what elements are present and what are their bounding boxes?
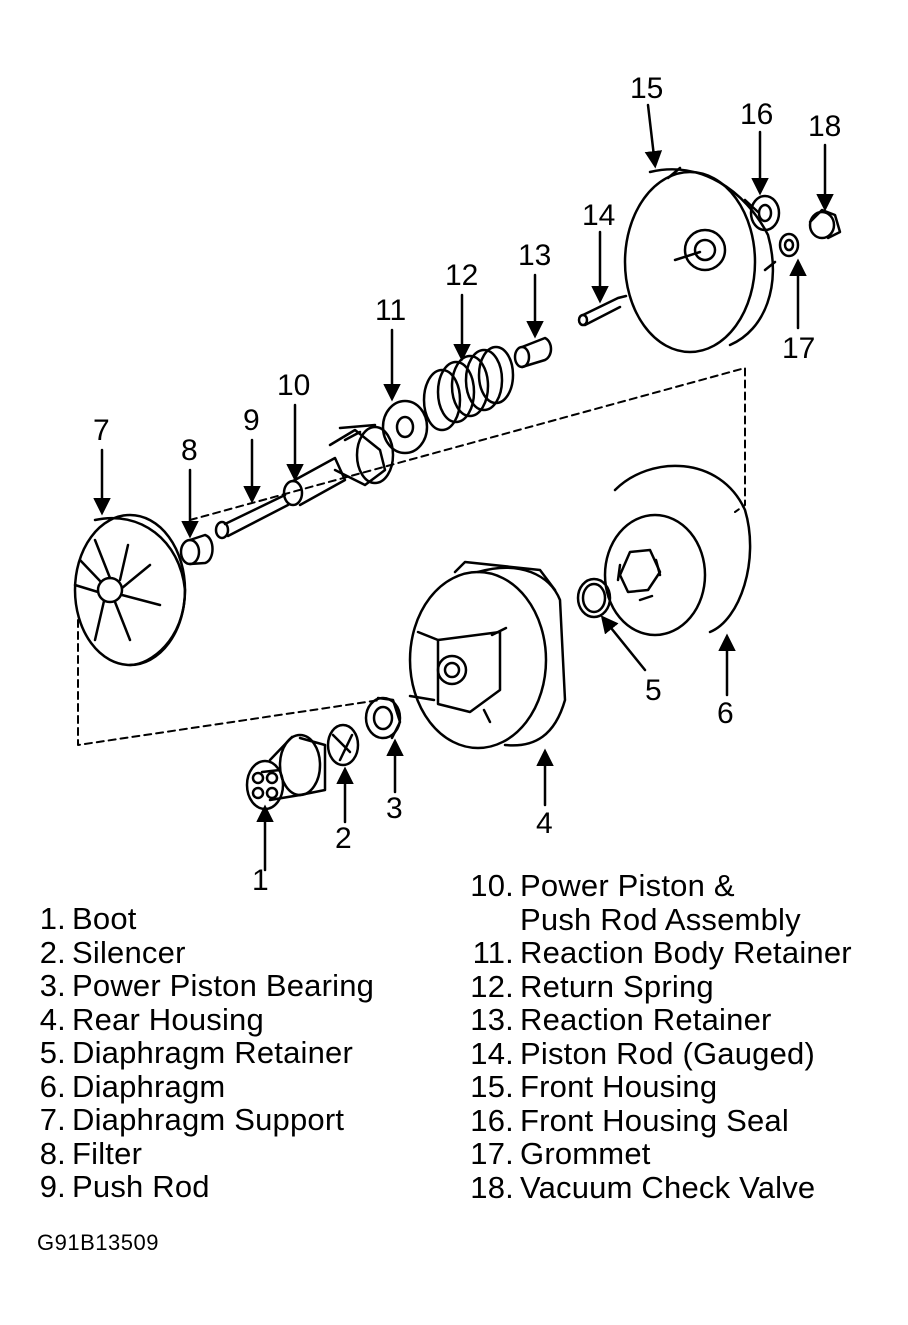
- vacuum-check-valve-part: [808, 208, 842, 240]
- callout-label-11: 11: [375, 294, 406, 327]
- legend-item: 5.Diaphragm Retainer: [34, 1036, 374, 1070]
- legend-label: Vacuum Check Valve: [520, 1169, 816, 1205]
- legend-label: Push Rod: [72, 1169, 210, 1204]
- callout-label-2: 2: [335, 822, 352, 855]
- callout-label-8: 8: [181, 434, 198, 467]
- legend-item: 9.Push Rod: [34, 1170, 374, 1204]
- legend-number: 13.: [470, 1002, 514, 1037]
- legend-item: 11.Reaction Body Retainer: [462, 936, 852, 970]
- legend-label: Diaphragm Retainer: [72, 1035, 354, 1070]
- legend-label: Reaction Body Retainer: [520, 935, 852, 970]
- legend-item: 14.Piston Rod (Gauged): [462, 1035, 852, 1071]
- callout-label-6: 6: [717, 697, 734, 730]
- legend-item: 10.Power Piston &: [462, 869, 852, 903]
- legend-item: 15.Front Housing: [462, 1070, 852, 1104]
- callout-label-5: 5: [645, 674, 662, 707]
- legend-label: Rear Housing: [72, 1001, 264, 1037]
- filter-part: [179, 533, 214, 566]
- silencer-part: [326, 723, 360, 767]
- legend-item: 1.Boot: [34, 902, 374, 936]
- legend-number: 10.: [470, 868, 514, 903]
- legend-label: Silencer: [72, 934, 186, 970]
- push-rod-part: [214, 493, 290, 540]
- legend-label: Boot: [72, 901, 137, 936]
- callout-arrow-5: [600, 615, 647, 672]
- diaphragm-support-part: [73, 513, 187, 667]
- figure-code: G91B13509: [37, 1230, 159, 1255]
- legend-number: 18.: [470, 1169, 514, 1205]
- callout-label-10: 10: [277, 369, 310, 402]
- legend-item: 6.Diaphragm: [34, 1068, 374, 1104]
- legend-item: 17.Grommet: [462, 1137, 852, 1171]
- legend-number: 9.: [39, 1169, 66, 1204]
- callout-label-16: 16: [740, 98, 773, 131]
- callout-label-14: 14: [582, 199, 615, 232]
- legend-number: 12.: [470, 968, 514, 1004]
- legend-number: 15.: [470, 1069, 514, 1104]
- legend-number: 2.: [39, 934, 66, 970]
- callout-label-15: 15: [630, 72, 663, 105]
- legend-item-continuation: Push Rod Assembly: [462, 901, 852, 937]
- legend-number: 3.: [39, 968, 66, 1003]
- callout-label-7: 7: [93, 414, 110, 447]
- legend-label: Reaction Retainer: [520, 1002, 772, 1037]
- parts-legend-left: 1.Boot 2.Silencer 3.Power Piston Bearing…: [34, 902, 374, 1204]
- legend-number: 17.: [470, 1136, 514, 1171]
- callout-label-3: 3: [386, 792, 403, 825]
- legend-label: Diaphragm: [72, 1068, 226, 1104]
- return-spring-part: [422, 345, 515, 432]
- callout-arrow-15: [644, 103, 663, 169]
- grommet-part: [778, 232, 800, 258]
- front-housing-part: [623, 166, 777, 354]
- legend-number: 7.: [39, 1102, 66, 1137]
- diaphragm-retainer-part: [576, 577, 612, 619]
- piston-rod-part: [577, 294, 628, 327]
- legend-number: 1.: [39, 901, 66, 936]
- legend-item: 8.Filter: [34, 1135, 374, 1171]
- callout-label-9: 9: [243, 404, 260, 437]
- callout-label-12: 12: [445, 259, 478, 292]
- diaphragm-part: [603, 464, 752, 637]
- legend-number: 5.: [39, 1035, 66, 1070]
- legend-label: Front Housing Seal: [520, 1102, 789, 1138]
- legend-label: Filter: [72, 1135, 143, 1171]
- power-piston-assembly-part: [282, 423, 395, 507]
- legend-label: Piston Rod (Gauged): [520, 1035, 816, 1071]
- legend-label: Diaphragm Support: [72, 1102, 345, 1137]
- callout-label-4: 4: [536, 807, 553, 840]
- callout-label-1: 1: [252, 864, 269, 897]
- reaction-retainer-part: [513, 336, 553, 369]
- legend-number: 14.: [470, 1035, 514, 1071]
- legend-number: 4.: [39, 1001, 66, 1037]
- legend-item: 7.Diaphragm Support: [34, 1103, 374, 1137]
- front-housing-seal-part: [749, 194, 781, 232]
- legend-item: 4.Rear Housing: [34, 1001, 374, 1037]
- legend-number: 8.: [39, 1135, 66, 1171]
- callout-label-13: 13: [518, 239, 551, 272]
- assembly-outline: [77, 367, 746, 746]
- reaction-body-retainer-part: [381, 399, 429, 455]
- power-piston-bearing-part: [364, 696, 402, 740]
- legend-number: 6.: [39, 1068, 66, 1104]
- parts-legend-right: 10.Power Piston & Push Rod Assembly 11.R…: [462, 869, 852, 1204]
- legend-number: 16.: [470, 1102, 514, 1138]
- legend-item: 13.Reaction Retainer: [462, 1003, 852, 1037]
- legend-label: Power Piston Bearing: [72, 968, 375, 1003]
- legend-label: Push Rod Assembly: [520, 901, 801, 937]
- boot-part: [245, 733, 327, 811]
- callout-label-17: 17: [782, 332, 815, 365]
- legend-item: 12.Return Spring: [462, 968, 852, 1004]
- legend-label: Grommet: [520, 1136, 651, 1171]
- legend-label: Power Piston &: [520, 868, 735, 903]
- legend-label: Front Housing: [520, 1069, 718, 1104]
- legend-item: 3.Power Piston Bearing: [34, 969, 374, 1003]
- legend-item: 16.Front Housing Seal: [462, 1102, 852, 1138]
- exploded-view-diagram: 1 2 3 4 5 6 7 8 9 10 11 12 13 14 15 16 1…: [73, 72, 842, 897]
- legend-label: Return Spring: [520, 968, 714, 1004]
- legend-number: 11.: [472, 935, 514, 970]
- callout-label-18: 18: [808, 110, 841, 143]
- legend-item: 2.Silencer: [34, 934, 374, 970]
- legend-item: 18.Vacuum Check Valve: [462, 1169, 852, 1205]
- rear-housing-part: [408, 560, 567, 750]
